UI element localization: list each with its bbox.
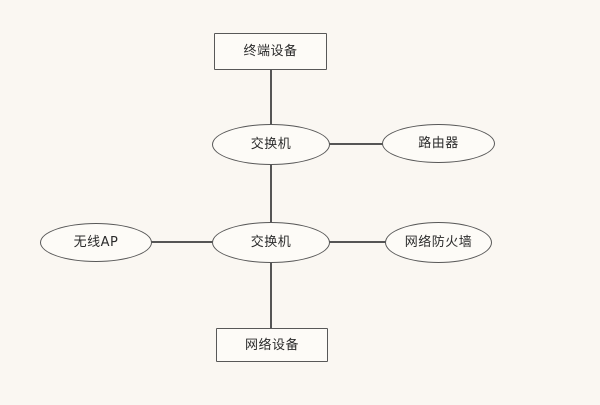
node-terminal-device[interactable]: 终端设备 (214, 33, 327, 70)
node-label-switch-bottom: 交换机 (250, 235, 292, 250)
node-wireless-ap[interactable]: 无线AP (40, 223, 152, 262)
node-network-firewall[interactable]: 网络防火墙 (385, 222, 492, 263)
node-label-router: 路由器 (418, 136, 459, 151)
node-network-equipment[interactable]: 网络设备 (216, 328, 328, 362)
node-label-switch-top: 交换机 (250, 137, 292, 152)
node-label-terminal-device: 终端设备 (243, 44, 298, 59)
node-router[interactable]: 路由器 (382, 124, 495, 163)
node-label-wireless-ap: 无线AP (73, 235, 119, 250)
node-switch-top[interactable]: 交换机 (212, 124, 330, 165)
node-switch-bottom[interactable]: 交换机 (212, 222, 330, 263)
node-label-network-firewall: 网络防火墙 (404, 235, 473, 250)
node-label-network-equipment: 网络设备 (244, 337, 299, 353)
